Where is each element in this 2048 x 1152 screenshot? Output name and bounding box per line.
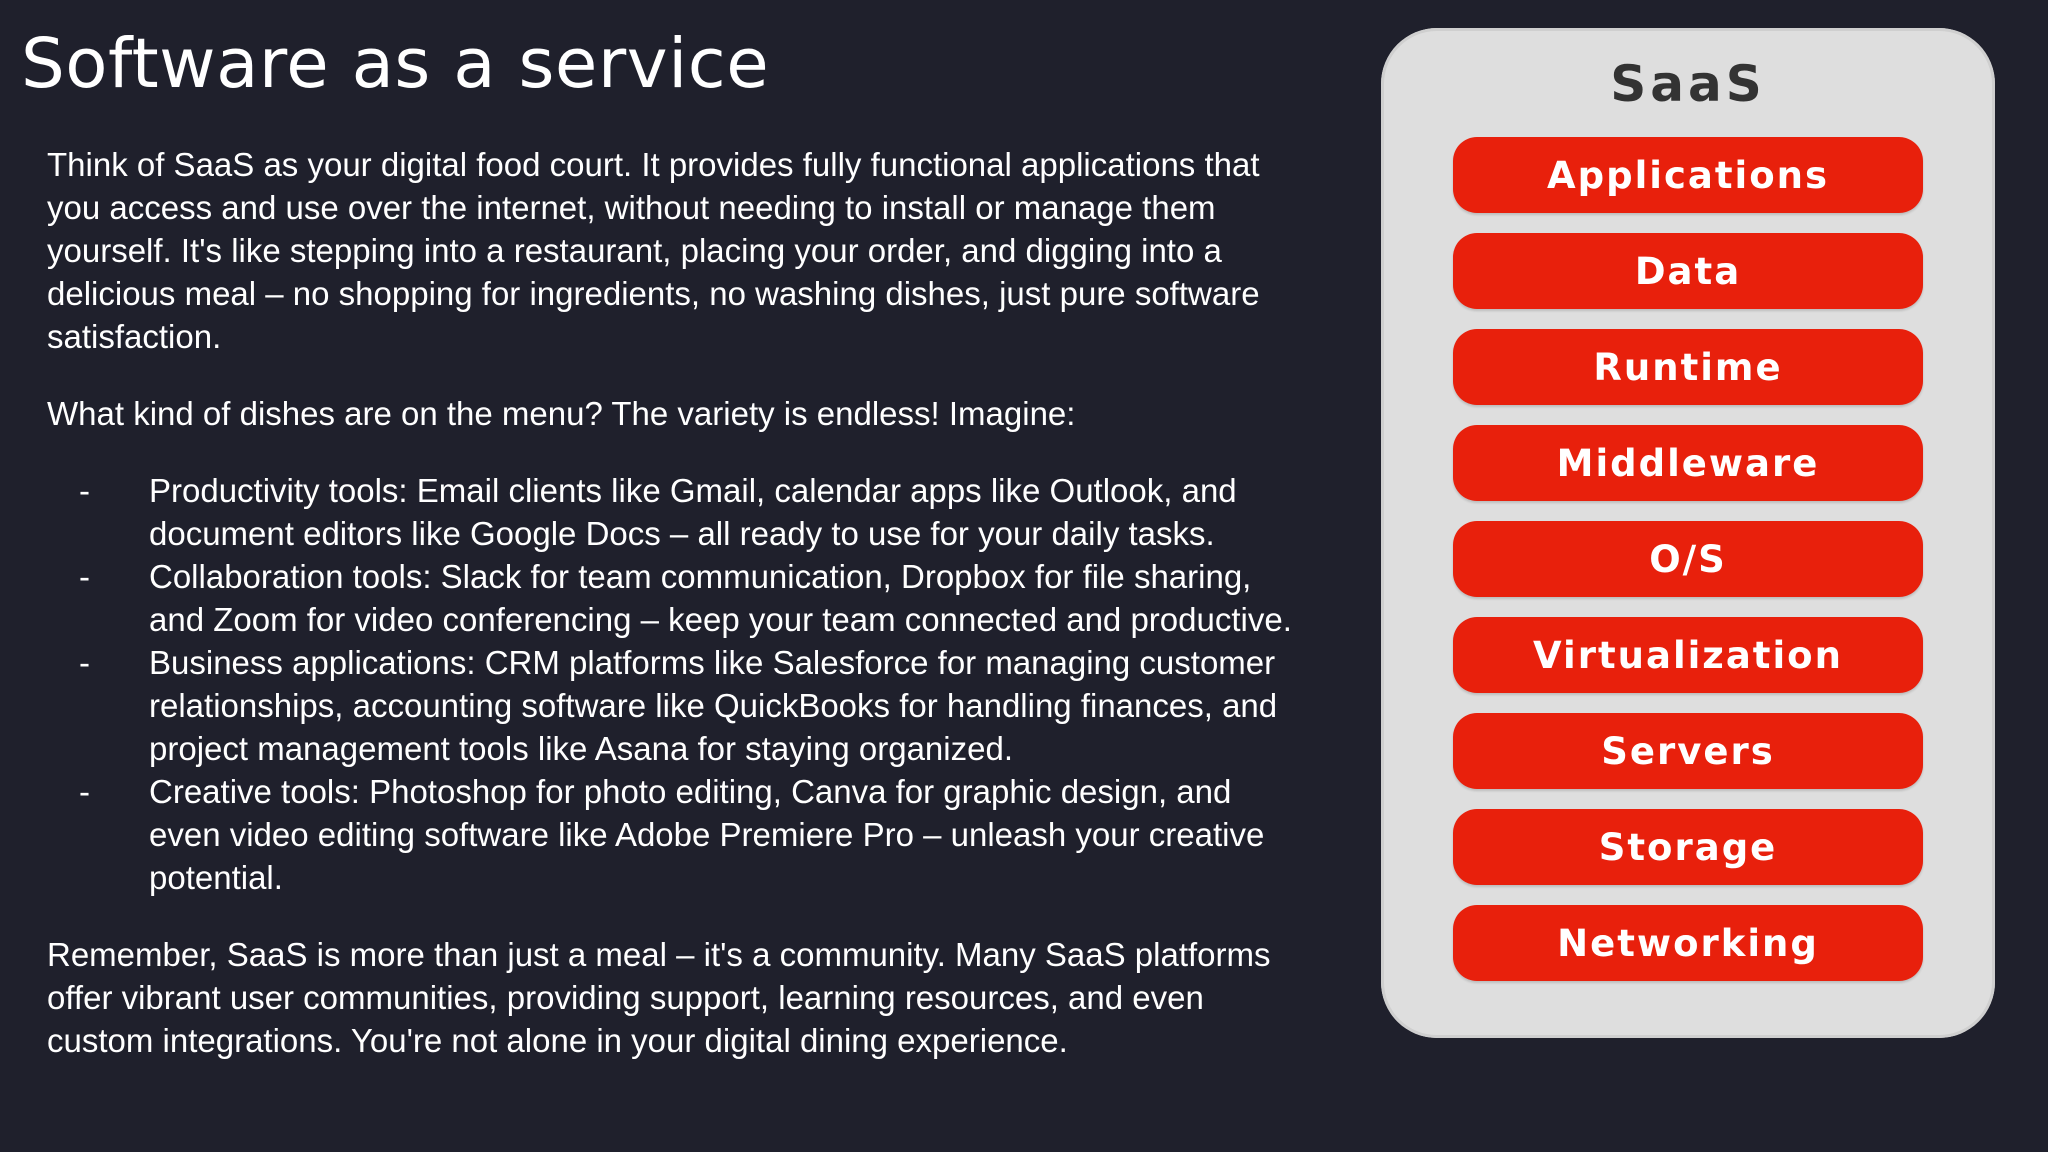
layer-storage: Storage [1453, 809, 1923, 885]
slide-title: Software as a service [21, 24, 770, 104]
bullet-dash: - [79, 558, 90, 595]
intro-paragraph: Think of SaaS as your digital food court… [47, 146, 1260, 355]
list-item-text: Creative tools: Photoshop for photo edit… [149, 773, 1265, 896]
diagram-title: SaaS [1610, 55, 1766, 113]
question-paragraph: What kind of dishes are on the menu? The… [47, 395, 1076, 432]
layer-servers: Servers [1453, 713, 1923, 789]
list-item-text: Collaboration tools: Slack for team comm… [149, 558, 1292, 638]
bullet-dash: - [79, 644, 90, 681]
list-item: - Collaboration tools: Slack for team co… [47, 555, 1312, 641]
layer-middleware: Middleware [1453, 425, 1923, 501]
closing-paragraph: Remember, SaaS is more than just a meal … [47, 936, 1271, 1059]
layer-applications: Applications [1453, 137, 1923, 213]
list-item-text: Business applications: CRM platforms lik… [149, 644, 1278, 767]
examples-list: - Productivity tools: Email clients like… [47, 469, 1312, 899]
layer-networking: Networking [1453, 905, 1923, 981]
list-item-text: Productivity tools: Email clients like G… [149, 472, 1237, 552]
layer-data: Data [1453, 233, 1923, 309]
saas-stack-diagram: SaaS Applications Data Runtime Middlewar… [1381, 28, 1995, 1038]
layer-os: O/S [1453, 521, 1923, 597]
bullet-dash: - [79, 472, 90, 509]
layer-virtualization: Virtualization [1453, 617, 1923, 693]
list-item: - Productivity tools: Email clients like… [47, 469, 1312, 555]
bullet-dash: - [79, 773, 90, 810]
layer-runtime: Runtime [1453, 329, 1923, 405]
list-item: - Business applications: CRM platforms l… [47, 641, 1312, 770]
body-text: Think of SaaS as your digital food court… [47, 143, 1312, 1062]
list-item: - Creative tools: Photoshop for photo ed… [47, 770, 1312, 899]
